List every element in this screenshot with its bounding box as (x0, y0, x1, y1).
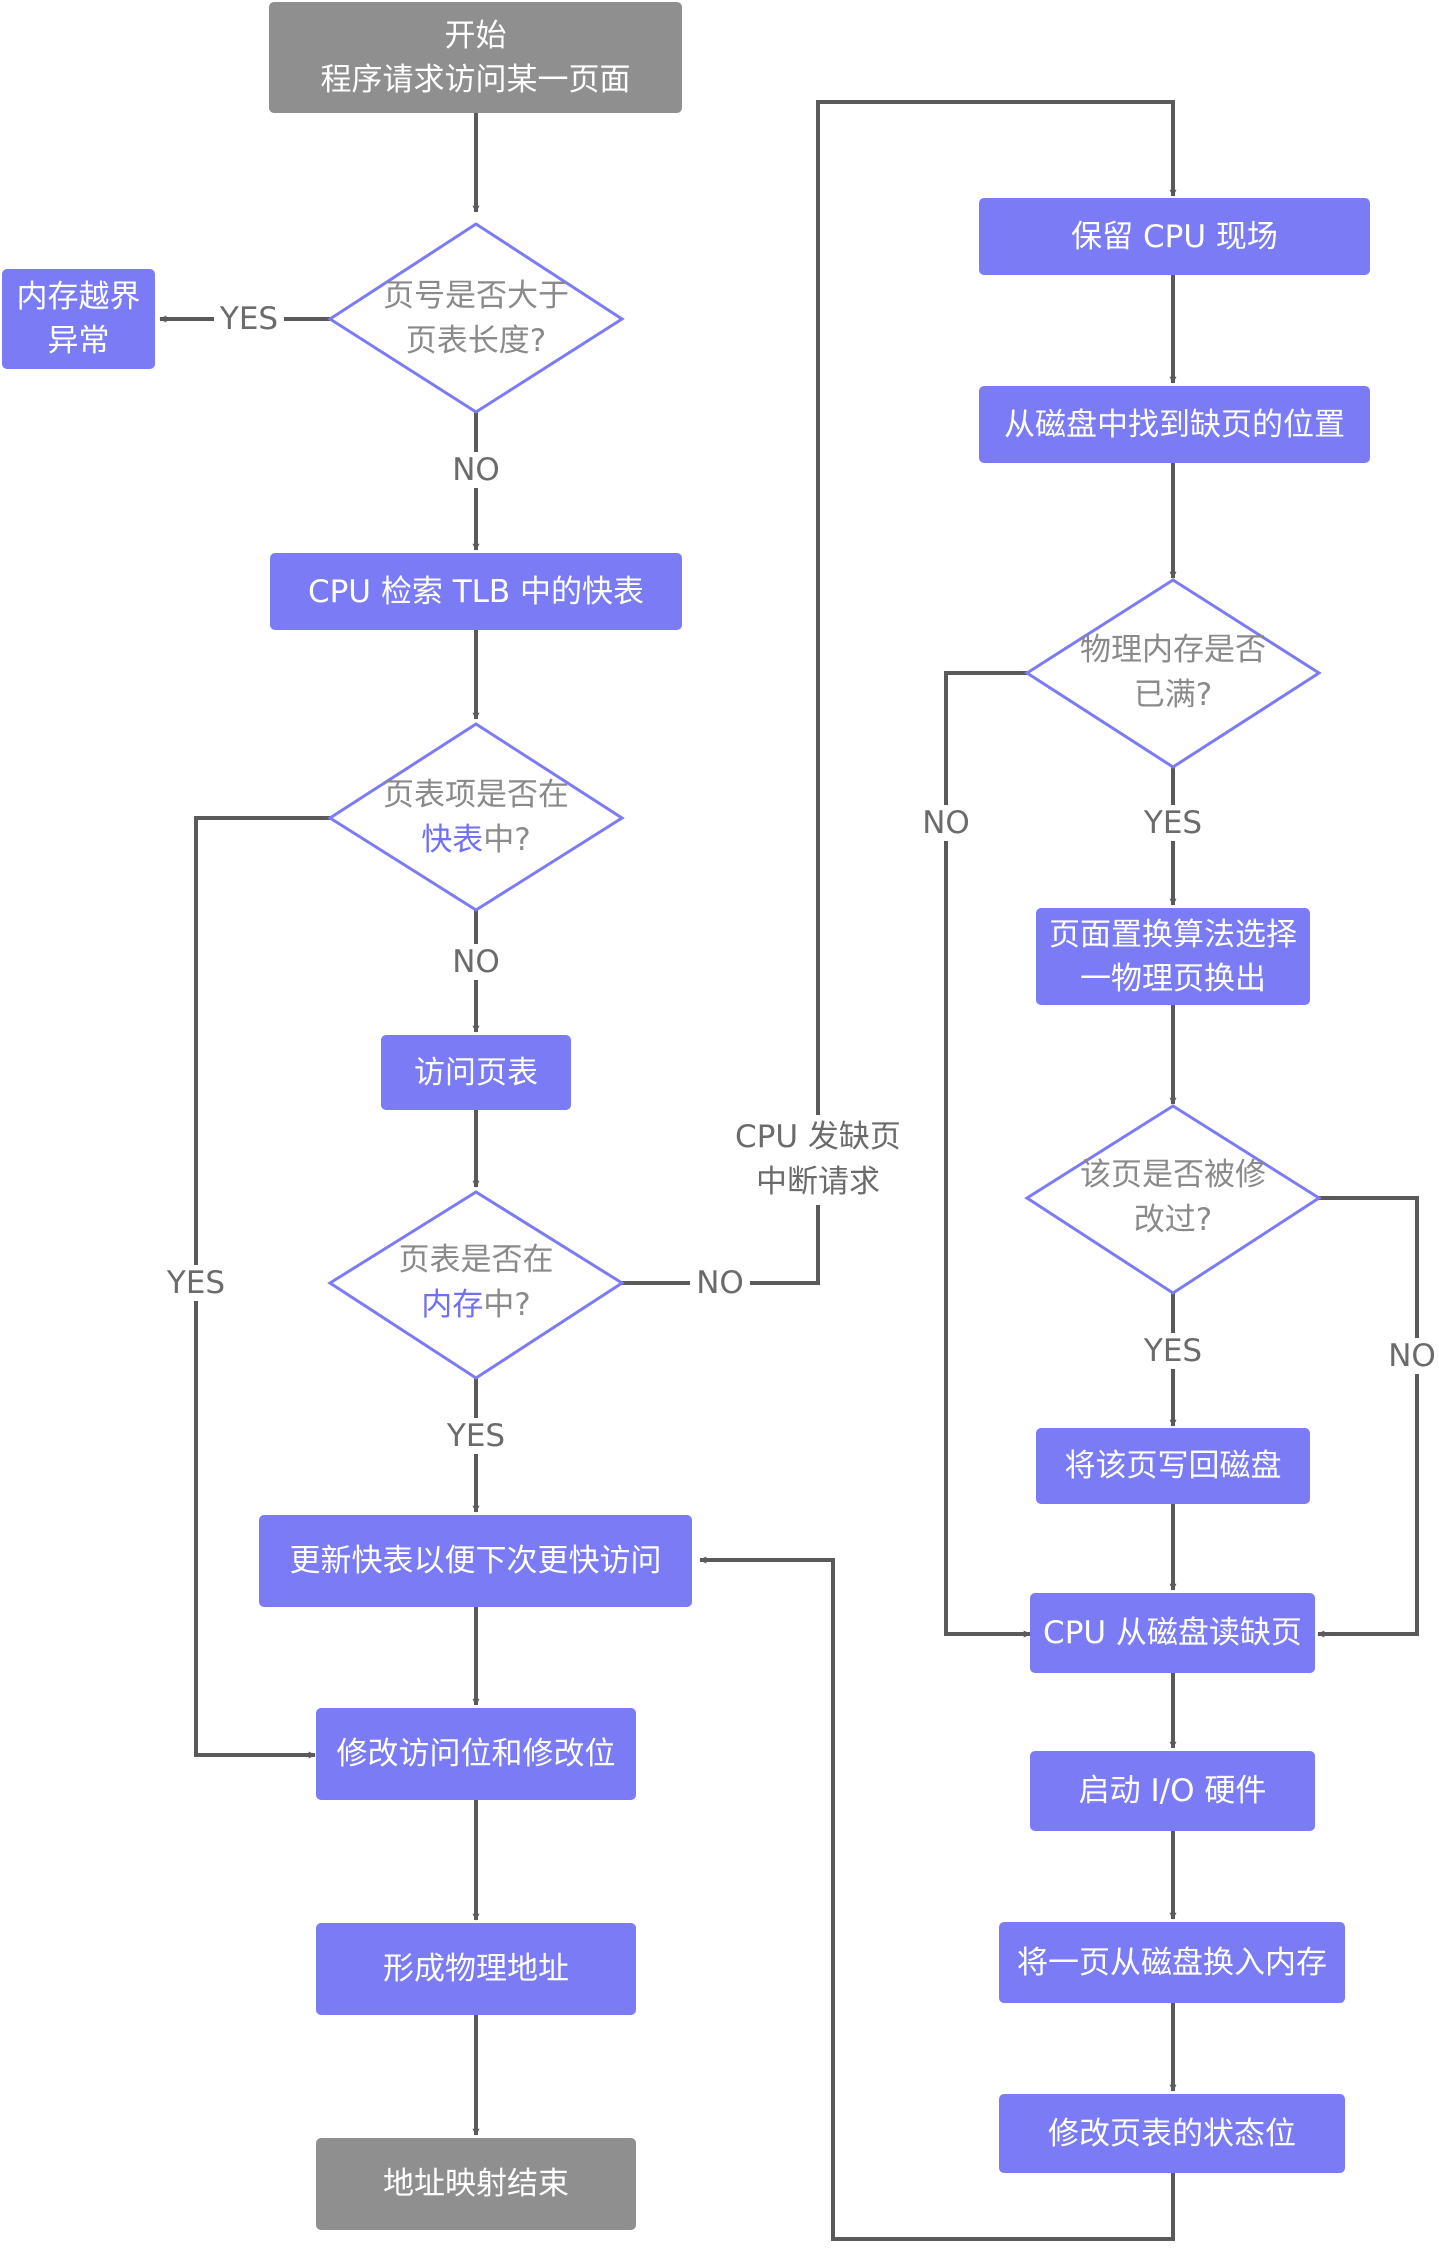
access-page-table-label: 访问页表 (414, 1054, 538, 1091)
access-page-table-node: 访问页表 (381, 1035, 571, 1110)
decision-in-memory-line2: 内存中? (421, 1283, 530, 1328)
modify-bits-node: 修改访问位和修改位 (316, 1708, 636, 1800)
label-yes-out-of-bounds: YES (214, 301, 284, 337)
save-cpu-label: 保留 CPU 现场 (1071, 218, 1278, 255)
cpu-read-page-node: CPU 从磁盘读缺页 (1030, 1593, 1315, 1673)
label-no-not-modified: NO (1386, 1338, 1438, 1374)
find-on-disk-label: 从磁盘中找到缺页的位置 (1004, 406, 1345, 443)
end-label: 地址映射结束 (383, 2166, 569, 2202)
decision-in-tlb-line2: 快表中? (421, 818, 530, 863)
label-no-to-access: NO (446, 944, 506, 980)
swap-in-label: 将一页从磁盘换入内存 (1017, 1944, 1327, 1981)
modify-bits-label: 修改访问位和修改位 (336, 1736, 616, 1772)
find-on-disk-node: 从磁盘中找到缺页的位置 (979, 386, 1370, 463)
decision-page-exceed-line1: 页号是否大于 (383, 278, 569, 314)
decision-page-exceed-line2: 页表长度? (405, 323, 547, 359)
decision-page-exceed-text: 页号是否大于 页表长度? (346, 274, 606, 364)
decision-in-memory-highlight: 内存 (421, 1287, 484, 1323)
decision-memory-full-text: 物理内存是否 已满? (1043, 628, 1303, 718)
replace-algorithm-line2: 一物理页换出 (1080, 960, 1266, 997)
diamond-page-exceed (327, 222, 625, 414)
decision-in-tlb-line1: 页表项是否在 (383, 777, 569, 813)
label-no-page-fault: NO (690, 1265, 750, 1301)
label-yes-modified: YES (1137, 1333, 1209, 1369)
decision-modified-line1: 该页是否被修 (1080, 1157, 1266, 1193)
modify-status-node: 修改页表的状态位 (999, 2094, 1345, 2173)
update-tlb-label: 更新快表以便下次更快访问 (289, 1543, 662, 1579)
label-no-to-tlb: NO (446, 452, 506, 488)
page-fault-line1: CPU 发缺页 (735, 1119, 901, 1155)
label-yes-tlb-hit: YES (158, 1265, 234, 1301)
save-cpu-node: 保留 CPU 现场 (979, 198, 1370, 275)
page-fault-line2: 中断请求 (756, 1164, 880, 1200)
decision-in-memory-tail: 中? (483, 1287, 531, 1323)
start-node: 开始 程序请求访问某一页面 (269, 2, 682, 113)
decision-in-tlb-highlight: 快表 (421, 822, 484, 858)
decision-memory-full-line1: 物理内存是否 (1080, 632, 1266, 668)
replace-algorithm-node: 页面置换算法选择 一物理页换出 (1036, 908, 1310, 1005)
start-io-label: 启动 I/O 硬件 (1078, 1773, 1267, 1809)
decision-in-memory-text: 页表是否在 内存中? (346, 1238, 606, 1328)
diamond-in-tlb (327, 722, 625, 912)
decision-in-tlb-tail: 中? (483, 822, 531, 858)
tlb-lookup-label: CPU 检索 TLB 中的快表 (307, 573, 645, 610)
decision-modified-line2: 改过? (1133, 1202, 1213, 1238)
form-address-label: 形成物理地址 (383, 1951, 569, 1987)
label-page-fault-interrupt: CPU 发缺页 中断请求 (715, 1115, 921, 1205)
diamond-memory-full (1024, 578, 1322, 769)
start-io-node: 启动 I/O 硬件 (1030, 1751, 1315, 1831)
update-tlb-node: 更新快表以便下次更快访问 (259, 1515, 692, 1607)
label-yes-memory-full: YES (1137, 805, 1209, 841)
decision-memory-full-line2: 已满? (1133, 677, 1213, 713)
modify-status-label: 修改页表的状态位 (1048, 2115, 1296, 2152)
decision-in-memory-line1: 页表是否在 (398, 1242, 554, 1278)
end-node: 地址映射结束 (316, 2138, 636, 2230)
label-yes-in-memory: YES (440, 1418, 512, 1454)
cpu-read-page-label: CPU 从磁盘读缺页 (1043, 1615, 1302, 1651)
tlb-lookup-node: CPU 检索 TLB 中的快表 (270, 553, 682, 630)
replace-algorithm-line1: 页面置换算法选择 (1049, 916, 1297, 953)
form-address-node: 形成物理地址 (316, 1923, 636, 2015)
decision-modified-text: 该页是否被修 改过? (1043, 1153, 1303, 1243)
out-of-bounds-line2: 异常 (47, 323, 110, 359)
write-back-label: 将该页写回磁盘 (1064, 1448, 1282, 1484)
start-line2: 程序请求访问某一页面 (320, 61, 631, 98)
start-line1: 开始 (444, 17, 507, 54)
decision-in-tlb-text: 页表项是否在 快表中? (346, 773, 606, 863)
diamond-in-memory (327, 1190, 625, 1380)
swap-in-node: 将一页从磁盘换入内存 (999, 1922, 1345, 2003)
label-no-memory-not-full: NO (916, 805, 976, 841)
out-of-bounds-node: 内存越界 异常 (2, 269, 155, 369)
diamond-modified (1024, 1104, 1322, 1295)
write-back-node: 将该页写回磁盘 (1036, 1428, 1310, 1504)
out-of-bounds-line1: 内存越界 (16, 279, 141, 315)
